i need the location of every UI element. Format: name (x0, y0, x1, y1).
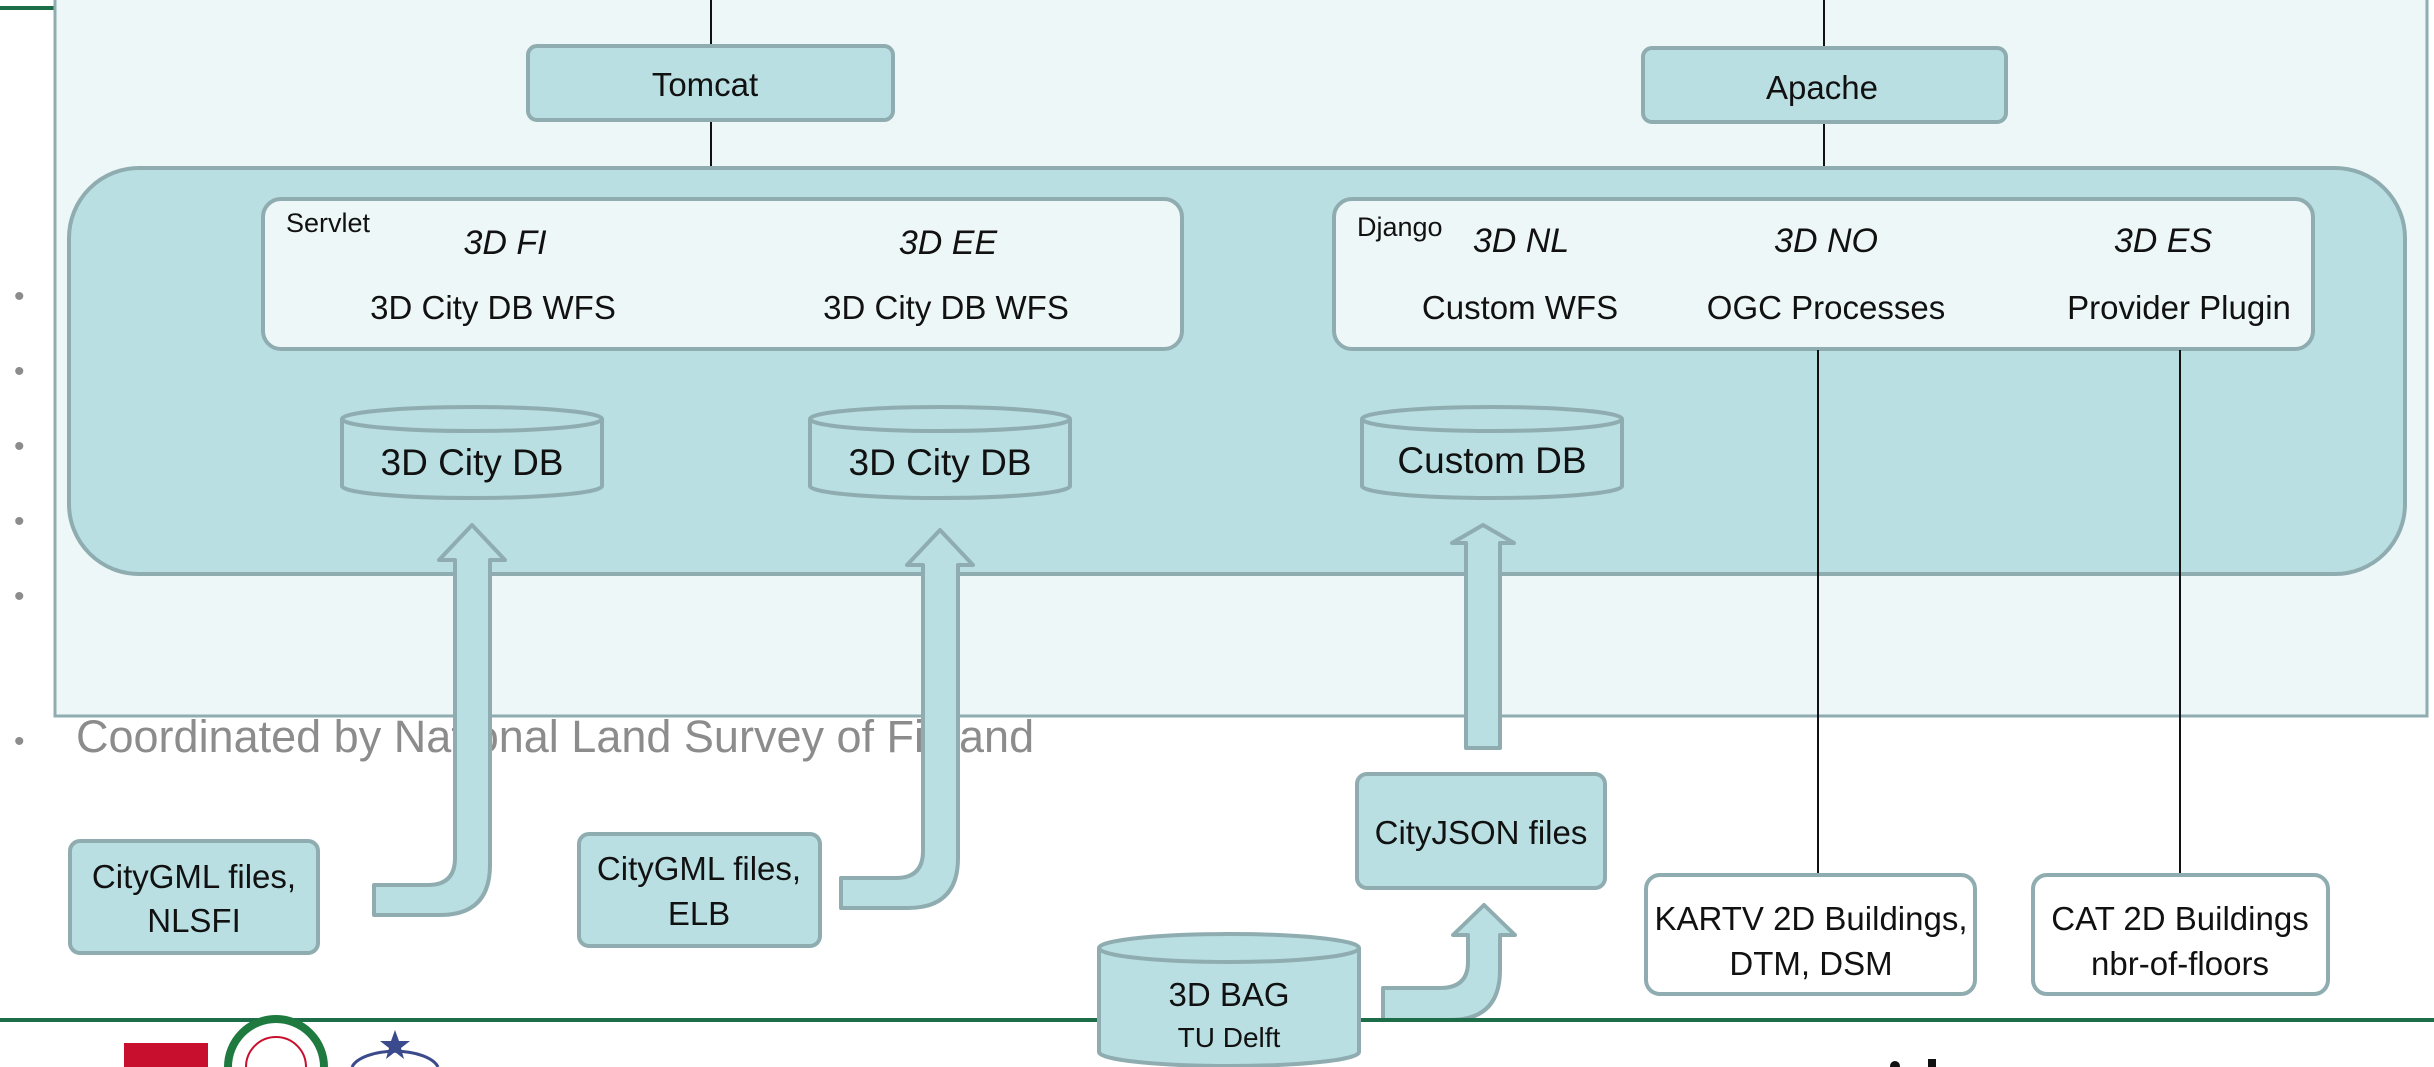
bag-subtitle: TU Delft (1178, 1022, 1281, 1053)
region-3d-es: 3D ES (2114, 222, 2213, 260)
region-3d-nl: 3D NL (1473, 222, 1569, 260)
tomcat-label: Tomcat (652, 66, 758, 103)
region-3d-no: 3D NO (1774, 222, 1878, 260)
bullet-dot: • (14, 505, 25, 538)
partner-logos (124, 1015, 1936, 1067)
logo-red-square (124, 1043, 208, 1067)
bag-title: 3D BAG (1168, 976, 1289, 1013)
source-label-line2: DTM, DSM (1729, 945, 1892, 982)
service-3d-no: OGC Processes (1707, 289, 1945, 326)
source-label-line1: CityGML files, (597, 850, 801, 887)
source-label-line2: nbr-of-floors (2091, 945, 2269, 982)
arrow-cityjson-to-db (1450, 523, 1516, 750)
source-kartv: KARTV 2D Buildings, DTM, DSM (1644, 873, 1977, 996)
bullet-dot: • (14, 355, 25, 388)
bullet-text-coordinated: Coordinated by National Land Survey of F… (76, 711, 1034, 762)
service-3d-fi: 3D City DB WFS (370, 289, 616, 326)
db-label: 3D City DB (381, 442, 564, 483)
service-3d-nl: Custom WFS (1422, 289, 1618, 326)
db-3d-city-db-fi: 3D City DB (340, 405, 604, 500)
arrow-bag-to-cityjson (1381, 903, 1517, 1022)
source-label-line1: CAT 2D Buildings (2051, 900, 2308, 937)
servlet-group: Servlet 3D FI 3D City DB WFS 3D EE 3D Ci… (261, 197, 1184, 351)
source-label-line1: KARTV 2D Buildings, (1654, 900, 1967, 937)
source-label-line2: NLSFI (147, 902, 241, 939)
arrow-elb-to-db (839, 528, 975, 910)
source-label-line1: CityGML files, (92, 858, 296, 895)
bullet-dot: • (14, 280, 25, 313)
django-label: Django (1357, 212, 1443, 242)
arrow-nlsfi-to-db (372, 523, 507, 917)
db-label: 3D City DB (849, 442, 1032, 483)
tomcat-box: Tomcat (526, 44, 895, 122)
region-3d-fi: 3D FI (463, 224, 547, 262)
bullet-dot: • (14, 580, 25, 613)
servlet-label: Servlet (286, 208, 371, 238)
slide-bullets: • • • • • • Coordinated by National Land… (14, 280, 1034, 762)
source-citygml-elb: CityGML files, ELB (577, 832, 822, 948)
source-3d-bag: 3D BAG TU Delft (1097, 932, 1361, 1067)
bullet-dot: • (14, 725, 25, 758)
apache-label: Apache (1766, 69, 1878, 106)
source-citygml-nlsfi: CityGML files, NLSFI (68, 839, 320, 955)
region-3d-ee: 3D EE (899, 224, 998, 262)
source-label: CityJSON files (1375, 814, 1588, 851)
bullet-dot: • (14, 430, 25, 463)
db-3d-city-db-ee: 3D City DB (808, 405, 1072, 500)
db-label: Custom DB (1397, 440, 1586, 481)
source-label-line2: ELB (668, 895, 730, 932)
apache-box: Apache (1641, 46, 2008, 124)
logo-green-circle (224, 1015, 328, 1067)
logo-star (380, 1030, 410, 1059)
service-3d-es: Provider Plugin (2067, 289, 2291, 326)
service-3d-ee: 3D City DB WFS (823, 289, 1069, 326)
django-group: Django 3D NL Custom WFS 3D NO OGC Proces… (1332, 197, 2315, 351)
source-cityjson: CityJSON files (1355, 772, 1607, 890)
db-custom-db: Custom DB (1360, 405, 1624, 500)
source-cat: CAT 2D Buildings nbr-of-floors (2031, 873, 2330, 996)
